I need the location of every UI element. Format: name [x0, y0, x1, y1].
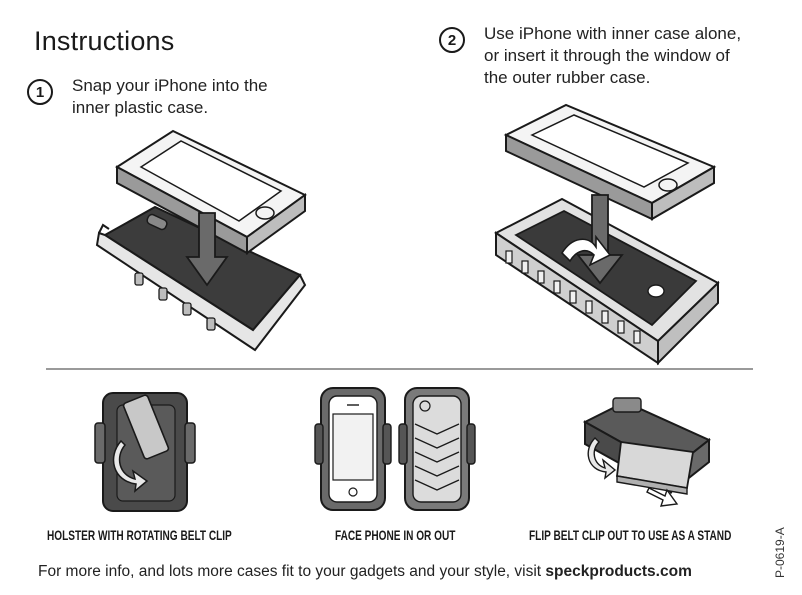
footer-message: For more info, and lots more cases fit t…	[38, 563, 546, 580]
mode-3-caption: FLIP BELT CLIP OUT TO USE AS A STAND	[529, 527, 732, 543]
mode-2-caption: FACE PHONE IN OR OUT	[335, 527, 456, 543]
step-2-text: Use iPhone with inner case alone, or ins…	[484, 23, 741, 89]
holster-illustration	[94, 392, 196, 512]
step-1-text: Snap your iPhone into the inner plastic …	[72, 75, 268, 119]
mode-1-caption: HOLSTER WITH ROTATING BELT CLIP	[47, 527, 232, 543]
phone-facing-out-icon	[314, 387, 392, 511]
part-code: P-0619-A	[773, 527, 787, 578]
iphone-icon	[503, 103, 717, 221]
footer-text: For more info, and lots more cases fit t…	[38, 563, 692, 581]
page-title: Instructions	[34, 26, 175, 56]
step-1-illustration	[95, 129, 307, 352]
step-2-illustration	[494, 103, 720, 366]
down-arrow-icon	[185, 212, 229, 287]
step-1-text-line1: Snap your iPhone into the	[72, 76, 268, 95]
step-2-text-line1: Use iPhone with inner case alone,	[484, 24, 742, 43]
step-2-text-line2: or insert it through the window of	[484, 46, 730, 65]
curved-arrow-icon	[560, 234, 612, 267]
step-1-number: 1	[35, 83, 45, 101]
face-in-out-illustration	[314, 387, 476, 511]
step-2-text-line3: the outer rubber case.	[484, 68, 651, 87]
rotate-arrow-icon	[112, 439, 149, 493]
down-arrow-icon	[576, 194, 624, 285]
step-1-number-badge: 1	[27, 79, 53, 105]
rotate-arrow-icon	[587, 437, 617, 480]
step-2-number: 2	[447, 31, 457, 49]
step-1-text-line2: inner plastic case.	[72, 98, 209, 117]
footer-website-link[interactable]: speckproducts.com	[545, 563, 692, 580]
step-2-number-badge: 2	[439, 27, 465, 53]
section-divider	[46, 368, 753, 370]
stand-illustration	[582, 397, 711, 507]
diagonal-arrow-icon	[646, 487, 679, 507]
phone-facing-in-icon	[398, 387, 476, 511]
